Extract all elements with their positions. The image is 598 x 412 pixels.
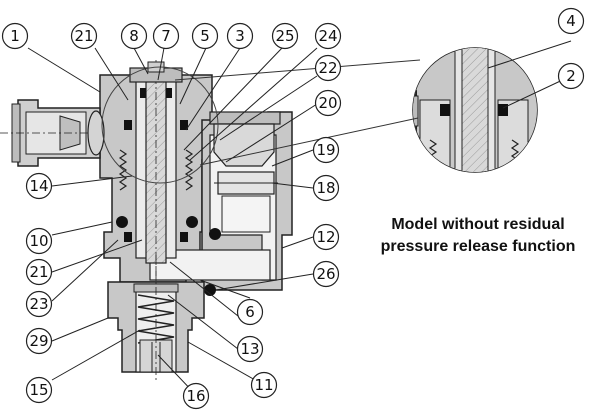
callout-20: 20 xyxy=(314,89,342,117)
callout-15-label: 15 xyxy=(29,381,48,399)
callout-5-label: 5 xyxy=(200,27,210,45)
callout-7: 7 xyxy=(152,22,180,50)
callout-11: 11 xyxy=(250,371,278,399)
callout-8: 8 xyxy=(120,22,148,50)
callout-1: 1 xyxy=(1,22,29,50)
callout-3: 3 xyxy=(226,22,254,50)
callout-23-label: 23 xyxy=(29,295,48,313)
callout-18: 18 xyxy=(312,174,340,202)
callout-12-label: 12 xyxy=(316,228,335,246)
callout-12: 12 xyxy=(312,223,340,251)
callout-14: 14 xyxy=(25,172,53,200)
push-in-fitting xyxy=(0,99,105,167)
callout-24: 24 xyxy=(314,22,342,50)
callout-16: 16 xyxy=(182,382,210,410)
callout-4: 4 xyxy=(557,7,585,35)
callout-8-label: 8 xyxy=(129,27,139,45)
callout-14-label: 14 xyxy=(29,177,48,195)
callout-21-bottom-label: 21 xyxy=(29,263,48,281)
callout-11-label: 11 xyxy=(254,376,273,394)
callout-23: 23 xyxy=(25,290,53,318)
callout-16-label: 16 xyxy=(186,387,205,405)
callout-25-label: 25 xyxy=(275,27,294,45)
callout-2-label: 2 xyxy=(566,67,576,85)
callout-13: 13 xyxy=(236,335,264,363)
callout-29-label: 29 xyxy=(29,332,48,350)
callout-18-label: 18 xyxy=(316,179,335,197)
callout-15: 15 xyxy=(25,376,53,404)
callout-21-bottom: 21 xyxy=(25,258,53,286)
callout-6: 6 xyxy=(236,298,264,326)
callout-22-label: 22 xyxy=(318,59,337,77)
callout-19: 19 xyxy=(312,136,340,164)
callout-10: 10 xyxy=(25,227,53,255)
callout-10-label: 10 xyxy=(29,232,48,250)
callout-5: 5 xyxy=(191,22,219,50)
callout-25: 25 xyxy=(271,22,299,50)
inset-caption: Model without residual pressure release … xyxy=(360,214,596,258)
callout-3-label: 3 xyxy=(235,27,245,45)
callout-26-label: 26 xyxy=(316,265,335,283)
callout-2: 2 xyxy=(557,62,585,90)
leader-lines xyxy=(27,40,572,396)
callout-4-label: 4 xyxy=(566,12,576,30)
callout-21-top-label: 21 xyxy=(74,27,93,45)
callout-19-label: 19 xyxy=(316,141,335,159)
callout-13-label: 13 xyxy=(240,340,259,358)
callout-6-label: 6 xyxy=(245,303,255,321)
callout-24-label: 24 xyxy=(318,27,337,45)
callout-20-label: 20 xyxy=(318,94,337,112)
callout-29: 29 xyxy=(25,327,53,355)
caption-line-2: pressure release function xyxy=(380,238,576,255)
callout-22: 22 xyxy=(314,54,342,82)
callout-1-label: 1 xyxy=(10,27,20,45)
caption-line-1: Model without residual xyxy=(391,216,565,233)
callout-7-label: 7 xyxy=(161,27,171,45)
callout-21-top: 21 xyxy=(70,22,98,50)
callout-26: 26 xyxy=(312,260,340,288)
